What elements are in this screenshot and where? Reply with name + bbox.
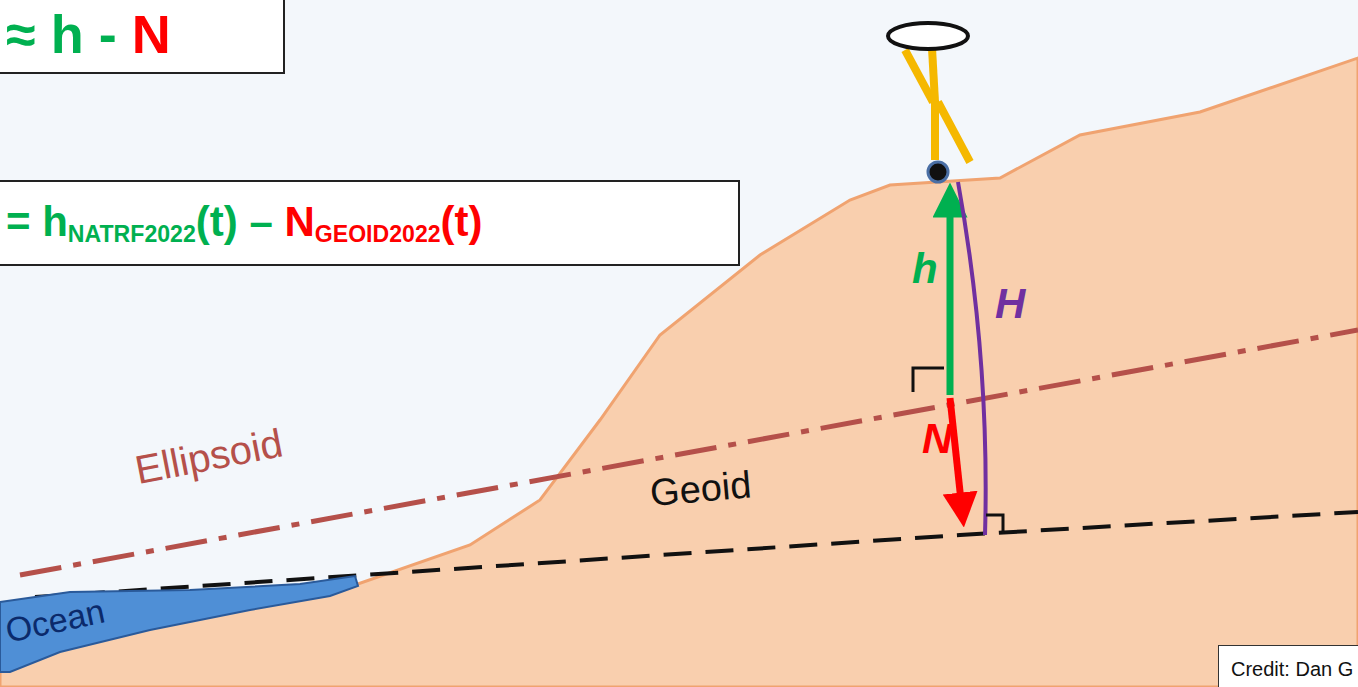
- height-symbol: N: [922, 415, 952, 463]
- credit-text: Credit: Dan G: [1219, 658, 1353, 681]
- ellipsoid-height-arrow: [947, 200, 954, 395]
- formula-box: ≈ h - N: [0, 0, 285, 74]
- formula-box: = hNATRF2022(t) – NGEOID2022(t): [0, 180, 740, 266]
- height-symbol: H: [995, 280, 1025, 328]
- ellipsoid-line: [20, 330, 1358, 575]
- gnss-antenna: [888, 23, 970, 182]
- right-angle-mark: [913, 368, 944, 392]
- terrain: [0, 58, 1358, 687]
- surface-label: Ellipsoid: [131, 420, 286, 493]
- surface-label: Geoid: [648, 463, 753, 515]
- right-angle-mark: [986, 515, 1003, 534]
- formula-text: ≈ h - N: [0, 3, 171, 65]
- height-symbol: h: [912, 245, 938, 293]
- orthometric-height-curve: [958, 182, 986, 535]
- formula-text: = hNATRF2022(t) – NGEOID2022(t): [0, 198, 483, 248]
- credit-box: Credit: Dan G: [1218, 645, 1358, 687]
- ocean-body: Ocean: [0, 572, 362, 684]
- geoid-line: [35, 512, 1358, 597]
